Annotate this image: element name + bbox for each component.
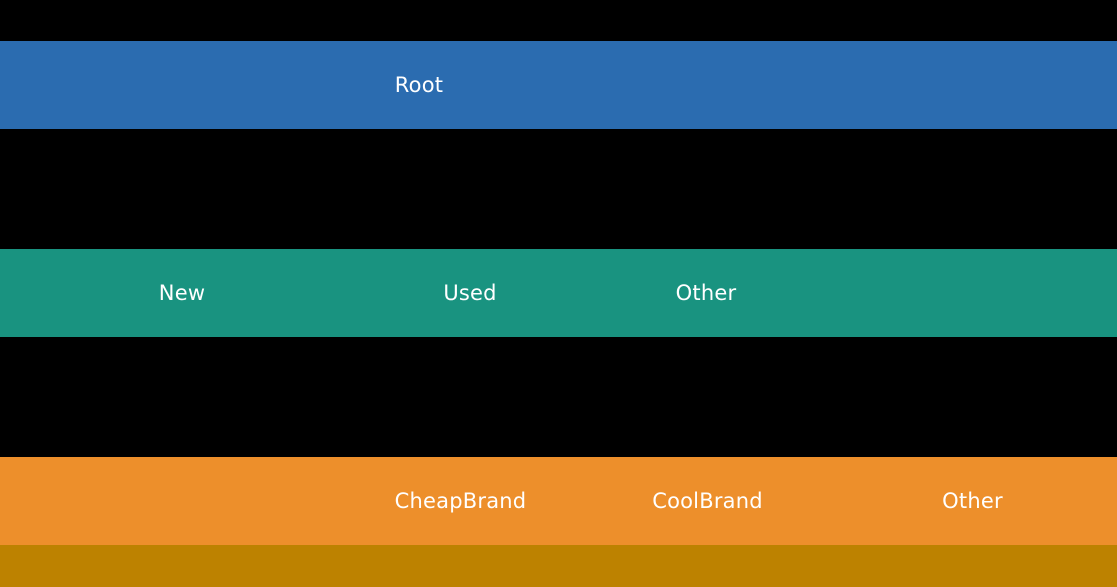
node-unlabeled-1-4[interactable] (520, 249, 604, 337)
node-label: Root (394, 72, 444, 97)
node-unlabeled-1-0[interactable] (0, 249, 44, 337)
node-unlabeled-2-4[interactable] (333, 457, 378, 545)
node-unlabeled-2-6[interactable] (543, 457, 608, 545)
node-unlabeled-2-8[interactable] (807, 457, 870, 545)
node-unlabeled-0-0[interactable] (0, 41, 318, 129)
node-used[interactable]: Used (420, 249, 520, 337)
node-unlabeled-1-6[interactable] (808, 249, 1117, 337)
node-label: Other (675, 280, 737, 305)
node-unlabeled-1-2[interactable] (320, 249, 420, 337)
node-unlabeled-2-3[interactable] (285, 457, 333, 545)
node-label: CheapBrand (394, 488, 527, 513)
node-unlabeled-3-0[interactable] (0, 545, 1117, 587)
node-coolbrand[interactable]: CoolBrand (608, 457, 807, 545)
node-label: Used (443, 280, 497, 305)
chart-level-1: New Used Other (0, 249, 1117, 337)
node-unlabeled-2-2[interactable] (255, 457, 285, 545)
node-cheapbrand[interactable]: CheapBrand (378, 457, 543, 545)
node-unlabeled-0-2[interactable] (520, 41, 1117, 129)
node-label: CoolBrand (652, 488, 763, 513)
node-root[interactable]: Root (318, 41, 520, 129)
chart-level-2: CheapBrand CoolBrand Other (0, 457, 1117, 545)
node-other[interactable]: Other (870, 457, 1075, 545)
node-label: Other (942, 488, 1003, 513)
chart-level-3 (0, 545, 1117, 587)
node-unlabeled-2-0[interactable] (0, 457, 160, 545)
chart-level-0: Root (0, 41, 1117, 129)
node-unlabeled-2-1[interactable] (160, 457, 255, 545)
node-new[interactable]: New (44, 249, 320, 337)
node-unlabeled-2-10[interactable] (1075, 457, 1117, 545)
node-other[interactable]: Other (604, 249, 808, 337)
node-label: New (158, 280, 206, 305)
